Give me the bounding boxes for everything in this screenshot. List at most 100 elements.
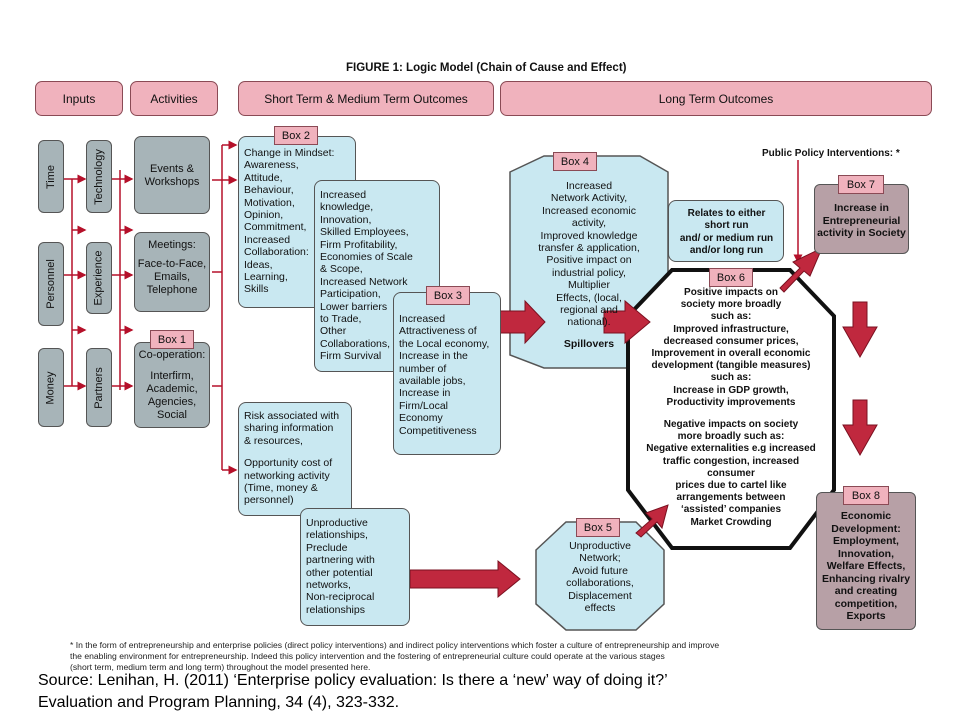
- input-personnel: Personnel: [38, 242, 64, 326]
- footnote-line: (short term, medium term and long term) …: [70, 662, 371, 672]
- box7-line: Entrepreneurial: [822, 214, 901, 227]
- box2-line: Commitment,: [244, 221, 307, 234]
- increased-line: Other: [320, 325, 347, 338]
- box8-line: Economic: [840, 510, 892, 522]
- box7-line: Increase in: [834, 202, 889, 214]
- activity-meetings-line: Telephone: [146, 284, 198, 296]
- activity-meetings: Meetings: Face-to-Face, Emails, Telephon…: [134, 232, 210, 312]
- box4-label: Box 4: [553, 152, 597, 171]
- footnote-line: * In the form of entrepreneurship and en…: [70, 640, 720, 650]
- input-personnel-label: Personnel: [45, 259, 58, 309]
- box6-line: consumer: [707, 467, 755, 479]
- box2-label: Box 2: [274, 126, 318, 145]
- relates-line: and/or long run: [689, 245, 764, 257]
- box4-line: transfer & application,: [538, 242, 640, 255]
- box3-line: number of: [399, 362, 447, 375]
- box4-line: national).: [567, 316, 611, 329]
- box5-text: Unproductive Network; Avoid future colla…: [540, 540, 660, 614]
- header-short-medium: Short Term & Medium Term Outcomes: [238, 81, 494, 116]
- box3-line: Firm/Local: [399, 399, 449, 412]
- unproductive-line: partnering with: [306, 554, 375, 567]
- footnote: * In the form of entrepreneurship and en…: [70, 640, 930, 673]
- box8-economic-development: Economic Development: Employment, Innova…: [816, 492, 916, 630]
- increased-line: & Scope,: [320, 263, 363, 276]
- increased-line: Increased Network: [320, 275, 408, 288]
- box6-line: society more broadly: [680, 299, 782, 311]
- input-time: Time: [38, 140, 64, 213]
- activity-events-line: Workshops: [144, 176, 200, 188]
- risk-line: personnel): [244, 494, 294, 507]
- box6-line: such as:: [710, 372, 752, 384]
- unproductive-line: Preclude: [306, 541, 348, 554]
- box6-line: traffic congestion, increased: [662, 455, 800, 467]
- box5-label: Box 5: [576, 518, 620, 537]
- activity-cooperation: Co-operation: Interfirm, Academic, Agenc…: [134, 342, 210, 428]
- box2-line: Awareness,: [244, 159, 299, 172]
- box3-line: Increase in: [399, 387, 451, 400]
- unproductive-line: other potential: [306, 566, 373, 579]
- box8-line: Employment,: [833, 535, 899, 547]
- box4-line: Multiplier: [567, 279, 610, 292]
- box6-line: Negative externalities e.g increased: [646, 443, 816, 455]
- input-money: Money: [38, 348, 64, 427]
- box8-label: Box 8: [843, 486, 889, 505]
- activity-meetings-line: Face-to-Face,: [137, 258, 207, 270]
- box8-line: Development:: [831, 522, 901, 535]
- activity-meetings-line: Meetings:: [148, 239, 196, 251]
- box2-line: Motivation,: [244, 196, 295, 209]
- arrow-down-2: [842, 399, 878, 457]
- box5-line: Unproductive: [569, 540, 631, 552]
- box7-entrepreneurial: Increase in Entrepreneurial activity in …: [814, 184, 909, 254]
- relates-line: Relates to either: [687, 208, 766, 219]
- input-experience-label: Experience: [93, 250, 106, 306]
- box6-line: Productivity improvements: [666, 396, 796, 408]
- box6-line: Increase in GDP growth,: [673, 384, 789, 396]
- box1-label: Box 1: [150, 330, 194, 349]
- public-policy-label: Public Policy Interventions: *: [762, 148, 900, 159]
- box6-line: Market Crowding: [690, 516, 772, 528]
- box6-line: Improved infrastructure,: [673, 323, 789, 335]
- input-time-label: Time: [45, 164, 58, 189]
- relates-box: Relates to either short run and/ or medi…: [668, 200, 784, 262]
- risk-line: & resources,: [244, 434, 303, 447]
- risk-box: Risk associated with sharing information…: [238, 402, 352, 516]
- box2-line: Opinion,: [244, 209, 284, 222]
- box4-line: Positive impact on: [546, 254, 632, 267]
- risk-line: (Time, money &: [244, 482, 318, 495]
- box6-line: Improvement in overall economic: [651, 348, 811, 360]
- box3-line: Competitiveness: [399, 424, 477, 437]
- box8-line: Innovation,: [838, 547, 894, 560]
- box5-line: Avoid future: [572, 564, 628, 577]
- increased-line: Lower barriers: [320, 300, 388, 313]
- header-activities: Activities: [130, 81, 218, 116]
- box4-line: Increased: [565, 180, 613, 192]
- box3-line: Economy: [399, 412, 443, 425]
- input-money-label: Money: [45, 370, 57, 405]
- risk-line: Risk associated with: [244, 410, 340, 422]
- box4-line: Network Activity,: [550, 192, 628, 205]
- box6-line: Positive impacts on: [684, 287, 778, 298]
- box3-label: Box 3: [426, 286, 470, 305]
- increased-line: Skilled Employees,: [320, 226, 409, 239]
- relates-line: short run: [704, 220, 749, 232]
- box4-line: Improved knowledge: [540, 229, 638, 242]
- box6-line: prices due to cartel like: [675, 480, 787, 492]
- box6-line: more broadly such as:: [677, 431, 785, 443]
- box6-line: Negative impacts on society: [663, 419, 799, 431]
- increased-line: Economies of Scale: [320, 251, 413, 264]
- box4-line: industrial policy,: [552, 266, 626, 279]
- box8-line: Exports: [846, 610, 886, 622]
- box3-attractiveness: Increased Attractiveness of the Local ec…: [393, 292, 501, 455]
- box3-line: Attractiveness of: [399, 325, 477, 338]
- arrow-to-box4: [497, 299, 546, 345]
- box5-line: Network;: [579, 552, 621, 565]
- box6-line: ‘assisted’ companies: [680, 504, 782, 516]
- source-line: Source: Lenihan, H. (2011) ‘Enterprise p…: [38, 672, 668, 689]
- box2-line: Change in Mindset:: [244, 147, 335, 159]
- activity-events: Events & Workshops: [134, 136, 210, 214]
- activity-meetings-line: Emails,: [153, 271, 191, 283]
- box6-text: Positive impacts on society more broadly…: [632, 287, 830, 529]
- source-citation: Source: Lenihan, H. (2011) ‘Enterprise p…: [38, 670, 938, 714]
